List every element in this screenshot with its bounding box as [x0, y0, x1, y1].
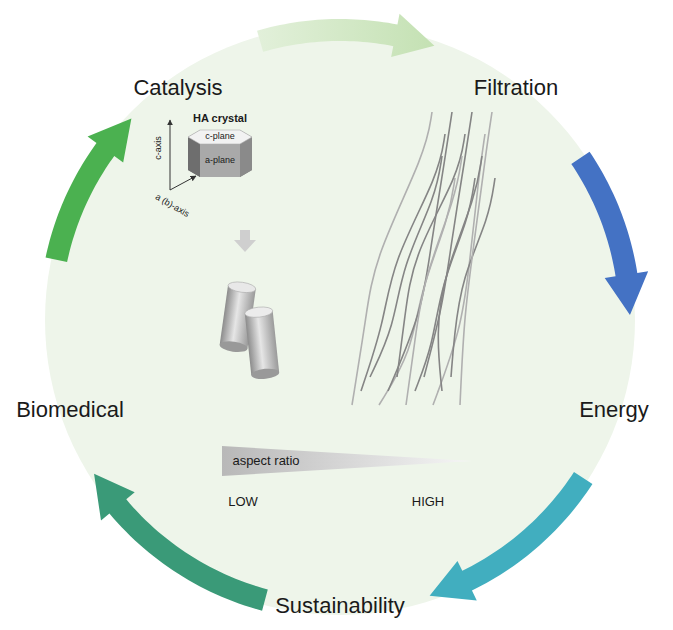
aspect-ratio-wedge	[222, 446, 472, 476]
cycle-arrow	[257, 14, 434, 57]
application-label: Energy	[579, 398, 649, 422]
nanowire	[460, 112, 492, 405]
cycle-arrow	[46, 119, 132, 262]
nanowire	[438, 156, 482, 391]
plane-label: c-plane	[205, 132, 235, 142]
c-axis-arrow	[170, 120, 171, 190]
application-label: Filtration	[474, 76, 558, 100]
short-rods	[219, 280, 280, 380]
cycle-arrow	[430, 472, 593, 600]
cycle-arrow	[94, 474, 268, 611]
scale-end-label: LOW	[228, 495, 258, 509]
nanowire	[352, 112, 432, 405]
axis-label: c-axis	[154, 136, 164, 160]
ha-crystal	[188, 130, 252, 177]
application-label: Biomedical	[16, 398, 124, 422]
cycle-arrows	[46, 14, 649, 611]
crystal-title: HA crystal	[193, 112, 247, 124]
application-label: Catalysis	[133, 76, 222, 100]
scale-label: aspect ratio	[232, 454, 299, 468]
a-axis-arrow	[170, 176, 196, 190]
nanowire	[433, 134, 485, 405]
plane-label: a-plane	[205, 156, 235, 166]
nanowire	[424, 112, 472, 377]
nanowire	[451, 178, 495, 377]
application-label: Sustainability	[275, 594, 405, 618]
cycle-arrow	[571, 152, 648, 315]
scale-end-label: HIGH	[412, 495, 445, 509]
background-circle	[45, 25, 635, 615]
nanowires	[352, 112, 495, 405]
nanowire	[406, 156, 462, 405]
transition-arrow	[234, 230, 256, 252]
